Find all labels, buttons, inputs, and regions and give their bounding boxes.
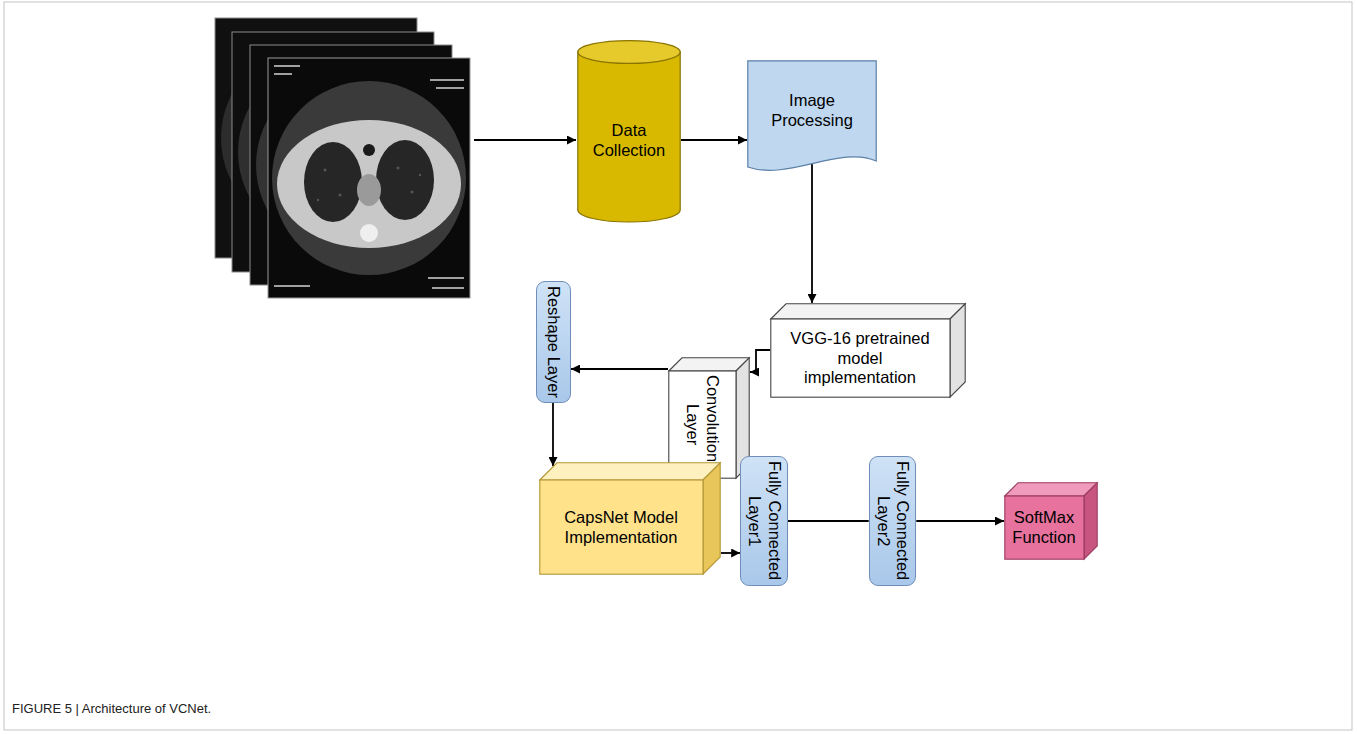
flow-arrow <box>916 520 1004 522</box>
node-label: Reshape Layer <box>544 286 564 398</box>
layer-box: Reshape Layer <box>536 281 571 403</box>
flow-arrow <box>811 163 813 303</box>
figure-frame <box>4 2 1352 730</box>
node-label: Data Collection <box>582 121 676 161</box>
data-cylinder: Data Collection <box>577 40 681 222</box>
node-label: Fully Connected Layer2 <box>873 461 913 581</box>
input-arrow <box>474 139 576 141</box>
text-area: Image Processing <box>747 60 877 175</box>
text-area: VGG-16 pretrained model implementation <box>770 303 966 398</box>
node-label: SoftMax Function <box>1008 508 1080 548</box>
figure-caption: FIGURE 5 | Architecture of VCNet. <box>12 701 211 716</box>
node-label: CapsNet Model Implementation <box>543 508 699 548</box>
layer-box: Fully Connected Layer2 <box>869 456 917 586</box>
text-area: Fully Connected Layer1 <box>741 457 787 585</box>
text-area: CapsNet Model Implementation <box>539 462 721 575</box>
text-area: Fully Connected Layer2 <box>870 457 916 585</box>
text-area: Data Collection <box>577 40 681 222</box>
node-label: Convolutional Layer <box>682 375 722 475</box>
flow-arrow <box>571 368 668 370</box>
flow-arrow <box>721 552 740 554</box>
document-shape: Image Processing <box>747 60 877 175</box>
text-area: Reshape Layer <box>537 282 570 402</box>
layer-box: Fully Connected Layer1 <box>740 456 788 586</box>
model-box: VGG-16 pretrained model implementation <box>770 303 966 398</box>
text-area: SoftMax Function <box>1004 482 1098 560</box>
ct-scan-stack <box>215 18 470 298</box>
flow-arrow <box>788 520 869 522</box>
flow-arrow <box>681 139 747 141</box>
node-label: Image Processing <box>752 91 872 131</box>
layer-box: Convolutional Layer <box>668 357 750 479</box>
flow-arrow <box>552 403 554 466</box>
node-label: VGG-16 pretrained model implementation <box>785 329 935 388</box>
model-box: CapsNet Model Implementation <box>539 462 721 575</box>
text-area: Convolutional Layer <box>668 357 750 479</box>
flow-arrow <box>750 350 770 372</box>
output-box: SoftMax Function <box>1004 482 1098 560</box>
node-label: Fully Connected Layer1 <box>744 461 784 581</box>
